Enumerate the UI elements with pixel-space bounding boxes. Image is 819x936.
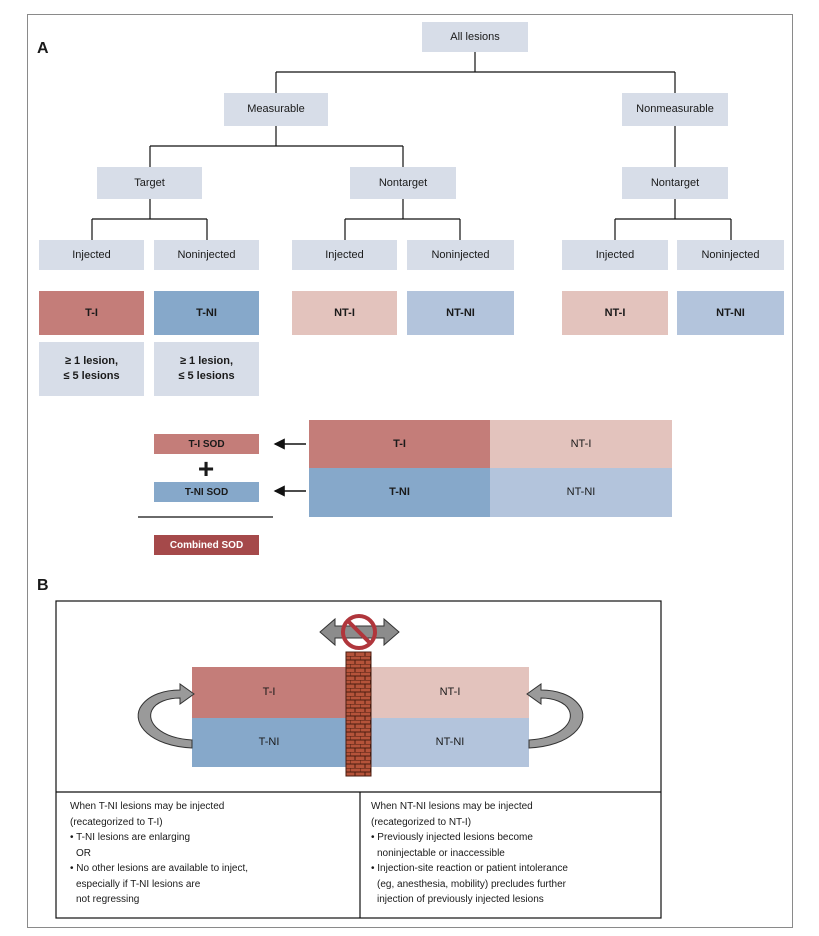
grid-b-nti-label: NT-I	[439, 686, 461, 698]
ti-sod: T-I SOD	[154, 434, 259, 454]
left-note-bullet-2: • No other lesions are available to inje…	[70, 863, 249, 874]
left-note-bullet-2-cont: especially if T-NI lesions are	[76, 878, 201, 890]
panel-b-box	[55, 600, 662, 919]
right-note-bullet-2-cont: (eg, anesthesia, mobility) precludes fur…	[377, 878, 566, 890]
node-nontarget-nm-injected: Injected	[562, 240, 668, 270]
left-note-bullet-2-end: not regressing	[76, 894, 140, 905]
no-entry-icon	[341, 614, 377, 650]
node-target-injected: Injected	[39, 240, 144, 270]
node-target-noninjected: Noninjected	[154, 240, 259, 270]
node-nontarget-measurable: Nontarget	[350, 167, 456, 199]
left-note-heading: When T-NI lesions may be injected	[70, 801, 225, 812]
node-measurable: Measurable	[224, 93, 328, 126]
grid-a-ti: T-I	[309, 420, 490, 468]
tree-connectors	[91, 52, 732, 240]
node-nontarget-nm-noninjected: Noninjected	[677, 240, 784, 270]
right-note-bullet-2: • Injection-site reaction or patient int…	[371, 863, 568, 874]
node-nontarget-m-injected: Injected	[292, 240, 397, 270]
ti-limits-max: ≤ 5 lesions	[63, 370, 120, 382]
tni-limits: ≥ 1 lesion, ≤ 5 lesions	[154, 342, 259, 396]
left-note-bullet-1: • T-NI lesions are enlarging	[70, 832, 191, 843]
left-note: When T-NI lesions may be injected (recat…	[70, 799, 248, 908]
ti-limits-min: ≥ 1 lesion,	[64, 355, 119, 367]
panel-b-tni-cell	[192, 718, 346, 767]
leaf-nti-nonmeasurable: NT-I	[562, 291, 668, 335]
grid-b-ntni-label: NT-NI	[435, 736, 465, 748]
grid-b-ti-label: T-I	[262, 686, 276, 698]
tni-limits-min: ≥ 1 lesion,	[179, 355, 234, 367]
right-note-subheading: (recategorized to NT-I)	[371, 816, 472, 828]
left-note-or: OR	[76, 847, 91, 859]
right-note-bullet-1-cont: noninjectable or inaccessible	[377, 847, 505, 859]
right-note: When NT-NI lesions may be injected (reca…	[371, 799, 568, 908]
right-note-bullet-2-end: injection of previously injected lesions	[377, 894, 544, 905]
node-nontarget-nonmeasurable: Nontarget	[622, 167, 728, 199]
leaf-tni: T-NI	[154, 291, 259, 335]
panel-b-label: B	[37, 577, 49, 594]
brick-wall-icon	[345, 651, 372, 777]
node-nonmeasurable: Nonmeasurable	[622, 93, 728, 126]
grid-a-nti: NT-I	[490, 420, 672, 468]
ti-limits: ≥ 1 lesion, ≤ 5 lesions	[39, 342, 144, 396]
panel-b-nti-cell	[371, 667, 529, 718]
tni-sod: T-NI SOD	[154, 482, 259, 502]
grid-a-tni: T-NI	[309, 468, 490, 517]
combined-sod: Combined SOD	[154, 535, 259, 555]
leaf-ti: T-I	[39, 291, 144, 335]
right-note-heading: When NT-NI lesions may be injected	[371, 801, 533, 812]
tni-limits-max: ≤ 5 lesions	[178, 370, 235, 382]
plus-sign: +	[197, 452, 215, 484]
node-nontarget-m-noninjected: Noninjected	[407, 240, 514, 270]
leaf-ntni-measurable: NT-NI	[407, 291, 514, 335]
leaf-ntni-nonmeasurable: NT-NI	[677, 291, 784, 335]
curved-arrow-icon	[137, 683, 195, 749]
figure-frame	[27, 14, 793, 928]
panel-b-ti-cell	[192, 667, 346, 718]
curved-arrow-icon	[526, 683, 584, 749]
node-all-lesions: All lesions	[422, 22, 528, 52]
panel-b-ntni-cell	[371, 718, 529, 767]
grid-b-tni-label: T-NI	[258, 736, 280, 748]
sod-arrows	[273, 438, 306, 497]
panel-a-label: A	[37, 40, 49, 57]
leaf-nti-measurable: NT-I	[292, 291, 397, 335]
node-target: Target	[97, 167, 202, 199]
right-note-bullet-1: • Previously injected lesions become	[371, 832, 533, 843]
left-note-subheading: (recategorized to T-I)	[70, 816, 163, 828]
grid-a-ntni: NT-NI	[490, 468, 672, 517]
